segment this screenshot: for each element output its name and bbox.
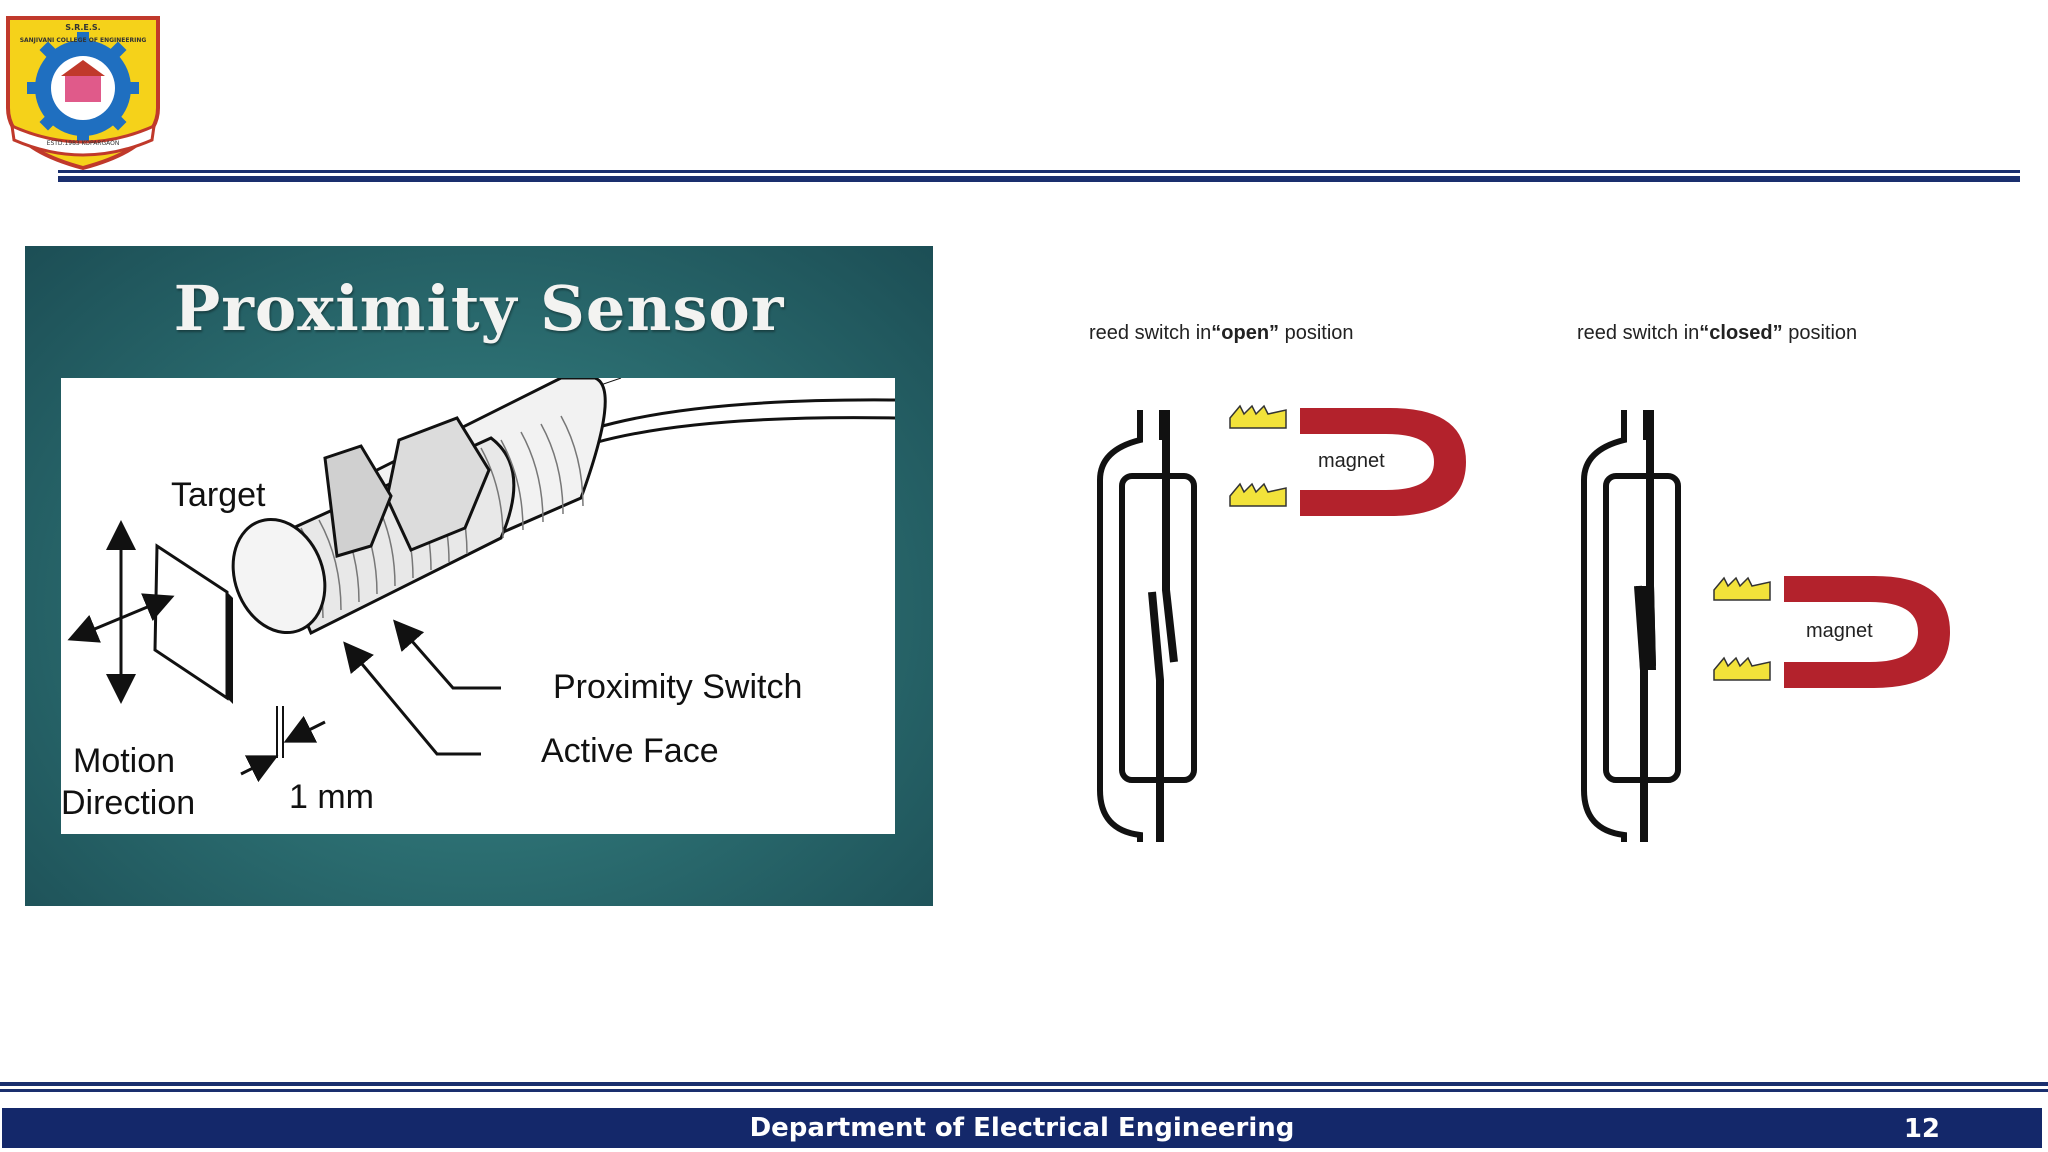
slide-number: 12 <box>1903 1114 1940 1144</box>
magnet-label-closed: magnet <box>1806 620 1873 642</box>
active-face-leader <box>343 641 481 756</box>
proximity-sensor-diagram <box>67 378 895 783</box>
proximity-sensor-title: Proximity Sensor <box>173 272 785 345</box>
motion-label: Motion <box>73 742 176 780</box>
active-face-label: Active Face <box>541 732 719 770</box>
spark-icon-top <box>1713 576 1771 601</box>
reed-open-caption: reed switch in“open” position <box>1089 322 1354 344</box>
logo-ribbon-text: ESTD.1983 KOPARGAON <box>47 140 120 147</box>
college-logo: S.R.E.S. SANJIVANI COLLEGE OF ENGINEERIN… <box>2 8 164 171</box>
logo-top-text: S.R.E.S. <box>65 23 100 32</box>
proximity-sensor-figure: Target Motion Direction 1 mm Proximity S… <box>61 378 895 834</box>
distance-label: 1 mm <box>289 778 374 816</box>
header-divider <box>58 170 2020 182</box>
spark-icon-bottom <box>1229 482 1287 507</box>
footer-divider <box>0 1082 2048 1094</box>
motion-arrow-right <box>120 593 175 622</box>
footer-bar: Department of Electrical Engineering 12 <box>2 1108 2042 1148</box>
magnet-icon-open <box>1300 408 1466 516</box>
proximity-switch-label: Proximity Switch <box>553 668 803 706</box>
spark-icon-bottom <box>1713 656 1771 681</box>
logo-college-text: SANJIVANI COLLEGE OF ENGINEERING <box>20 37 147 44</box>
magnet-label-open: magnet <box>1318 450 1385 472</box>
spark-icon-top <box>1229 404 1287 429</box>
magnet-icon-closed <box>1784 576 1950 688</box>
direction-label: Direction <box>61 784 196 822</box>
reed-switch-closed-diagram <box>1581 410 1950 842</box>
department-name: Department of Electrical Engineering <box>749 1113 1295 1143</box>
proximity-sensor-panel: Proximity Sensor <box>25 246 933 906</box>
target-label: Target <box>171 476 266 514</box>
motion-arrow-left <box>67 614 122 643</box>
proximity-switch-leader <box>393 619 501 690</box>
reed-switch-open-diagram <box>1097 404 1466 842</box>
reed-closed-caption: reed switch in“closed” position <box>1577 322 1858 344</box>
